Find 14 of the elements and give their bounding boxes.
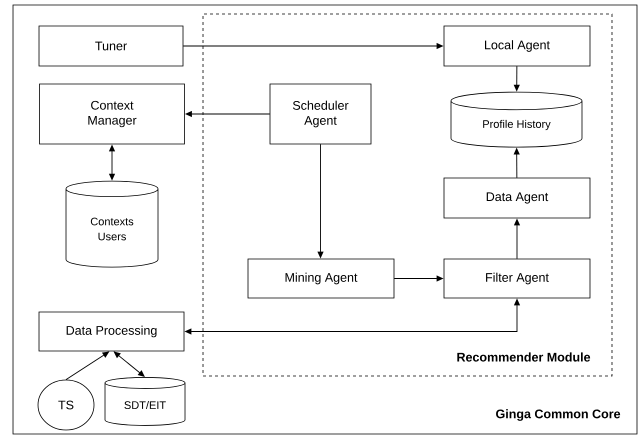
database-cylinder: SDT/EIT: [104, 377, 186, 426]
process-box: Filter Agent: [444, 258, 590, 298]
process-box: Mining Agent: [248, 258, 394, 298]
process-box: Context Manager: [39, 84, 185, 144]
database-cylinder: Contexts Users: [66, 180, 158, 268]
process-box: Tuner: [38, 26, 184, 66]
circle-node: TS: [38, 380, 94, 430]
process-box: Data Agent: [444, 178, 590, 218]
heading: Recommender Module: [457, 352, 590, 362]
process-box: Scheduler Agent: [270, 84, 372, 144]
process-box: Local Agent: [444, 26, 590, 66]
database-cylinder: Profile History: [450, 92, 582, 148]
heading: Ginga Common Core: [496, 409, 620, 421]
process-box: Data Processing: [38, 312, 184, 352]
